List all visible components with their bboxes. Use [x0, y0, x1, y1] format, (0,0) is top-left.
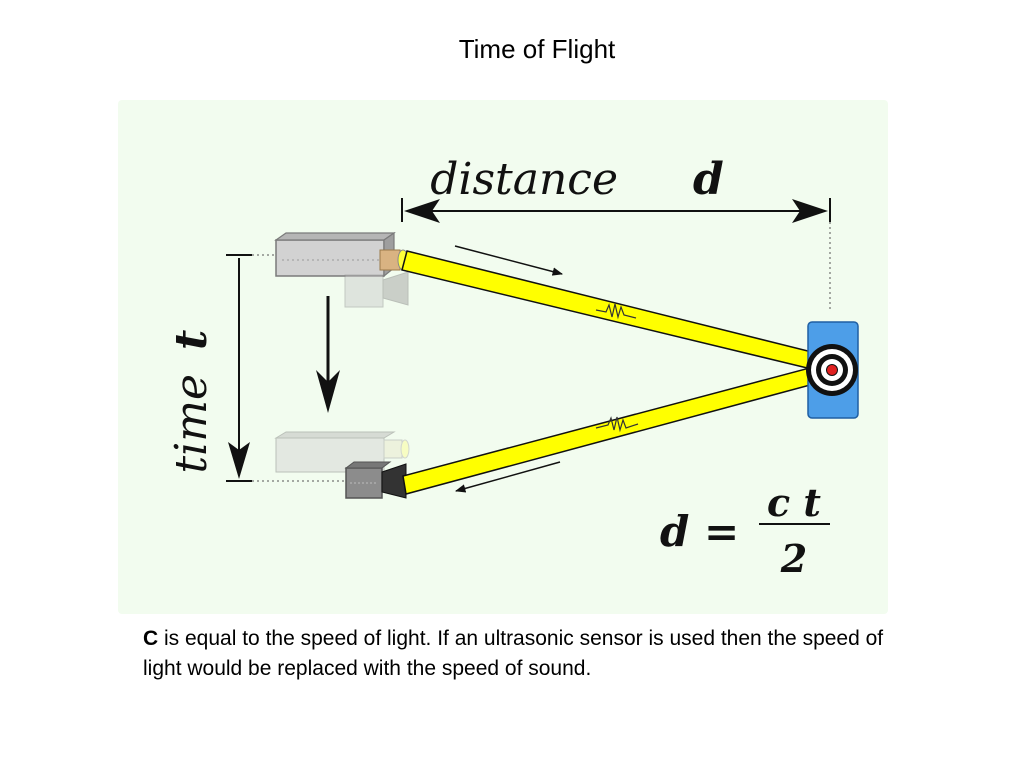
time-dimension: [226, 254, 346, 482]
slide-title: Time of Flight: [458, 34, 616, 64]
formula: d = c t 2: [660, 480, 830, 581]
caption: C is equal to the speed of light. If an …: [143, 624, 923, 684]
time-label: time: [166, 374, 217, 474]
diagram-background: [118, 100, 888, 614]
distance-dimension: [401, 198, 831, 312]
target-hit-spot: [827, 365, 837, 375]
diagram-canvas: distance d time t: [118, 100, 888, 614]
return-direction-arrow: [454, 461, 561, 493]
formula-denominator: 2: [780, 536, 807, 581]
distance-symbol: d: [693, 154, 724, 205]
formula-numerator: c t: [767, 480, 821, 525]
motion-arrow-icon: [316, 296, 340, 413]
formula-lhs: d =: [660, 507, 739, 556]
distance-label: distance: [430, 154, 618, 205]
time-of-flight-diagram: distance d time t: [118, 100, 888, 614]
sensor-receiving-icon: [274, 431, 410, 499]
time-arrowhead-down: [228, 442, 250, 479]
caption-bold-lead: C: [143, 627, 159, 650]
target-icon: [806, 321, 859, 419]
distance-arrowhead-right: [792, 199, 828, 223]
time-symbol: t: [166, 330, 217, 350]
caption-text: is equal to the speed of light. If an ul…: [143, 627, 884, 680]
outgoing-direction-arrow: [454, 245, 564, 276]
sensor-emitting-icon: [274, 231, 409, 308]
distance-arrowhead-left: [404, 199, 440, 223]
